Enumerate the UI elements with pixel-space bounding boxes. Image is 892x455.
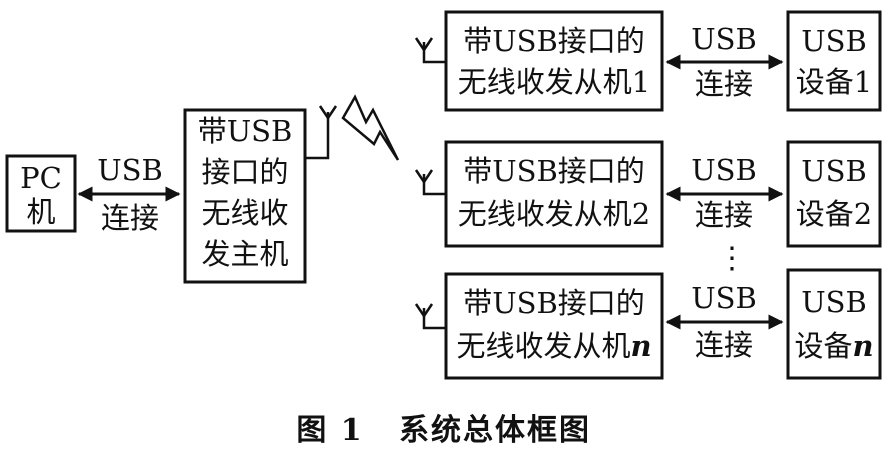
pc-box: PC 机 (5, 154, 77, 233)
slave-box-1 (444, 10, 664, 112)
slave-row-2: 带USB接口的 无线收发从机2 USB 连接 USB 设备2 (414, 140, 882, 248)
pc-link-label-line2: 连接 (101, 201, 159, 235)
device-n-label-line1: USB (801, 285, 867, 319)
slave-1-link-line2: 连接 (695, 67, 753, 101)
slave-antenna-icon (414, 169, 446, 196)
pc-host-link: USB 连接 (77, 153, 181, 235)
device-2-label-line2: 设备2 (796, 197, 872, 231)
device-1-label-line2: 设备1 (796, 65, 872, 99)
slave-n-link-line2: 连接 (695, 328, 753, 362)
slave-row-n: 带USB接口的 无线收发从机n USB 连接 USB 设备n (414, 268, 882, 380)
host-label-line4: 发主机 (201, 237, 288, 271)
slave-1-label-line1: 带USB接口的 (463, 24, 645, 58)
caption-title: 系统总体框图 (399, 413, 591, 448)
slave-n-label-line1: 带USB接口的 (463, 286, 645, 320)
slave-row-1: 带USB接口的 无线收发从机1 USB 连接 USB 设备1 (414, 10, 882, 112)
host-label-line1: 带USB (198, 114, 293, 148)
slave-box-n (444, 272, 664, 380)
host-antenna-icon (305, 105, 338, 160)
slave-2-link-line2: 连接 (695, 198, 753, 232)
host-label-line3: 无线收 (201, 196, 288, 230)
pc-link-label-line1: USB (97, 153, 163, 187)
slave-n-label-line2: 无线收发从机n (456, 329, 651, 363)
usb-device-box-2 (786, 140, 882, 248)
caption-number: 图 1 (296, 413, 363, 448)
usb-device-box-n (786, 268, 882, 380)
host-label-line2: 接口的 (201, 155, 288, 189)
usb-device-box-1 (786, 10, 882, 112)
slave-box-2 (444, 140, 664, 248)
slave-2-label-line2: 无线收发从机2 (458, 197, 650, 231)
device-2-label-line1: USB (801, 154, 867, 188)
pc-label-line1: PC (20, 161, 62, 195)
device-n-label-line2: 设备n (794, 329, 873, 363)
figure-caption: 图 1 系统总体框图 (296, 413, 591, 448)
pc-label-line2: 机 (26, 195, 55, 229)
slave-antenna-icon (414, 37, 446, 64)
device-1-label-line1: USB (801, 24, 867, 58)
slave-2-link-line1: USB (691, 153, 757, 187)
slave-1-label-line2: 无线收发从机1 (458, 65, 650, 99)
slave-1-link-line1: USB (691, 22, 757, 56)
slave-n-link-line1: USB (691, 281, 757, 315)
wireless-signal-icon (341, 94, 400, 161)
vertical-ellipsis: ⋮ (717, 241, 747, 276)
host-box: 带USB 接口的 无线收 发主机 (183, 108, 307, 284)
slave-antenna-icon (414, 303, 446, 330)
slave-2-label-line1: 带USB接口的 (463, 154, 645, 188)
